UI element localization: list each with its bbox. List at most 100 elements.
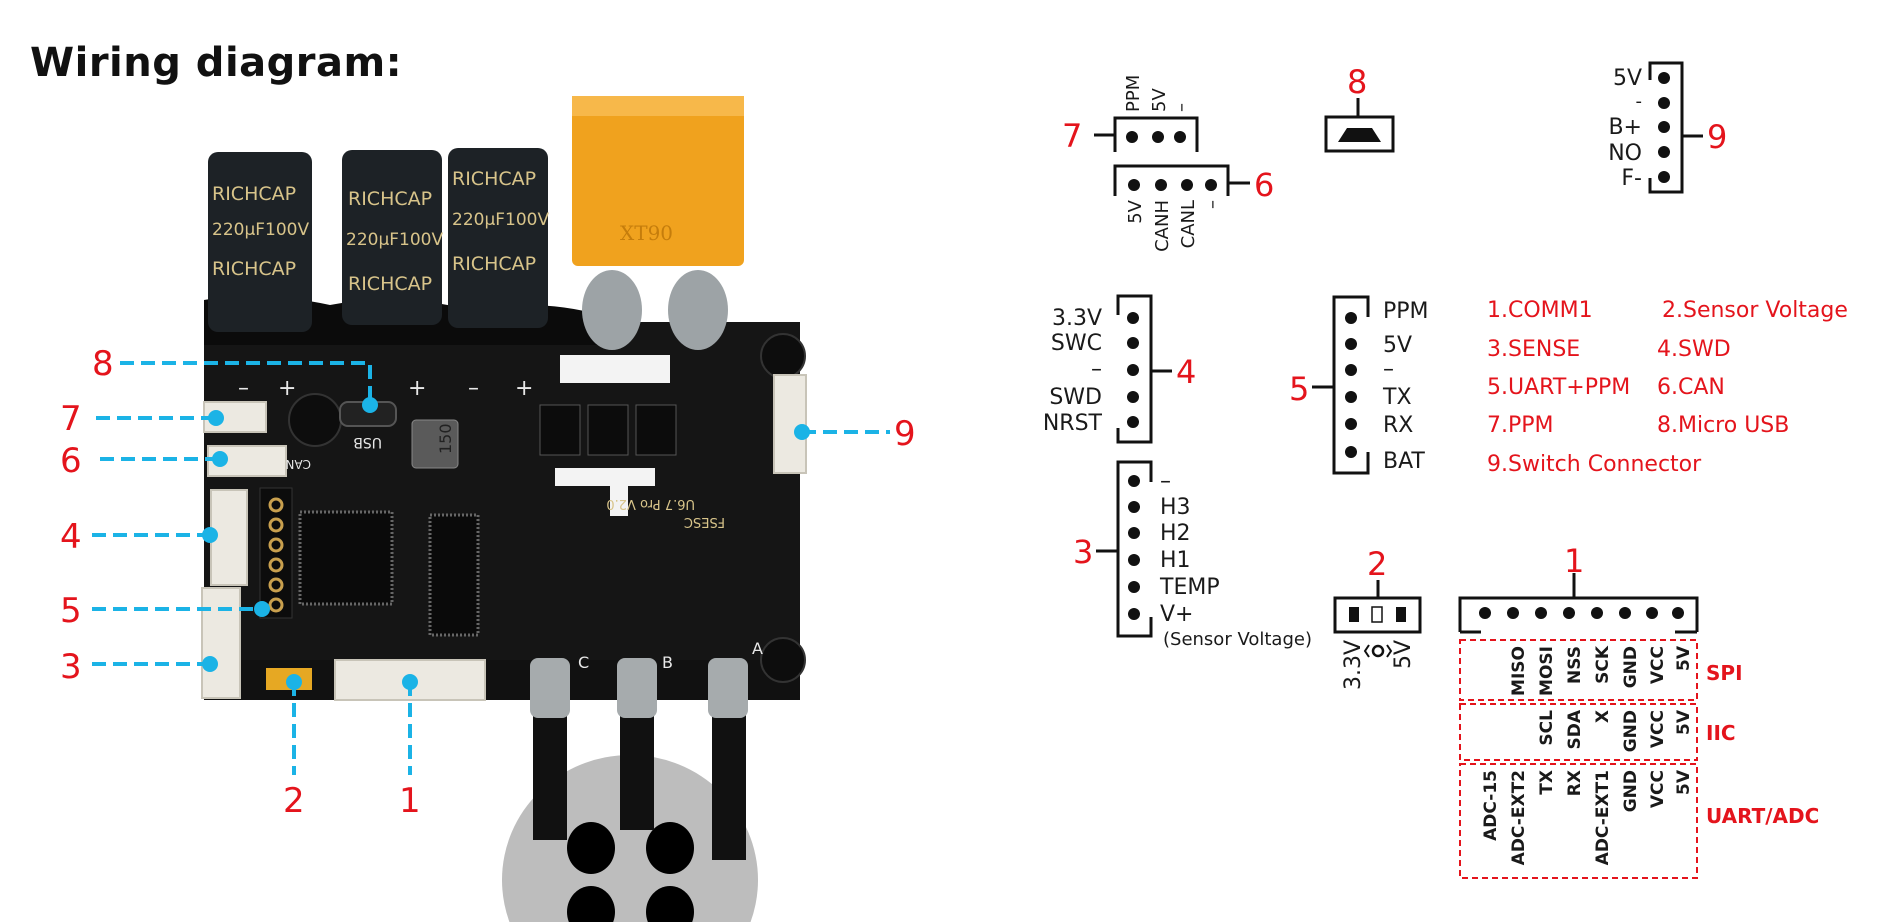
legend-item: 9.Switch Connector [1487, 452, 1702, 477]
cap-brand: RICHCAP [452, 253, 536, 275]
pin-label: – [1091, 357, 1102, 382]
legend-item: 3.SENSE [1487, 337, 1580, 362]
pin-label: PPM [1123, 75, 1144, 112]
pin-label: B+ [1608, 115, 1642, 140]
pin-label: 3.3V [1341, 640, 1366, 690]
pin-label: SWD [1049, 385, 1102, 410]
inductor [411, 419, 459, 469]
svg-text:+: + [408, 376, 426, 401]
svg-text:+: + [278, 376, 296, 401]
mcu-chip [298, 510, 394, 606]
cap-brand: RICHCAP [452, 168, 536, 190]
board-name: U6.7 Pro V2.0 [606, 496, 695, 511]
connector-6 [1113, 164, 1250, 196]
connector-2 [1333, 580, 1422, 634]
pin-label: CANL [1178, 200, 1199, 248]
pin-label: 5V [1383, 333, 1412, 358]
pin-label: NSS [1565, 646, 1585, 684]
cap-rating: 220µF100V [452, 210, 549, 230]
connector-2-number: 2 [1367, 545, 1387, 583]
legend-item: 5.UART+PPM [1487, 375, 1630, 400]
cap-rating: 220µF100V [212, 220, 309, 240]
callout-8: 8 [92, 344, 114, 384]
pin-label: 5V [1613, 66, 1642, 91]
mosfet [539, 404, 581, 456]
phase-label: C [578, 653, 589, 672]
legend-item: 8.Micro USB [1657, 413, 1789, 438]
pin-label: X [1593, 710, 1613, 723]
inductor-marking: 150 [436, 423, 455, 454]
pin-label: CANH [1152, 200, 1173, 252]
callout-5: 5 [60, 591, 82, 631]
cap-brand: RICHCAP [212, 183, 296, 205]
svg-text:+: + [515, 376, 533, 401]
callout-dots [202, 397, 810, 690]
sensor-voltage-note: (Sensor Voltage) [1163, 629, 1312, 650]
pin-label: – [1160, 469, 1171, 494]
callout-2: 2 [283, 781, 305, 821]
phase-cables [533, 700, 746, 860]
pin-label: ADC-EXT2 [1509, 770, 1529, 865]
silk-block [610, 468, 628, 516]
svg-text:–: – [238, 376, 249, 401]
pin-label: TEMP [1159, 575, 1220, 600]
pin-label: BAT [1383, 449, 1425, 474]
pin-label: ADC-15 [1481, 770, 1501, 841]
pin-label: NRST [1043, 411, 1103, 436]
driver-chip [428, 513, 480, 637]
phase-pads: C B A [530, 639, 763, 718]
pin-label: 5V [1391, 640, 1416, 669]
pin-label: – [1171, 103, 1192, 112]
connector-8-number: 8 [1347, 63, 1367, 101]
mosfet [635, 404, 677, 456]
legend-item: 1.COMM1 [1487, 298, 1593, 323]
pin-label: GND [1621, 770, 1641, 812]
connector-9 [1648, 61, 1703, 194]
legend-item: 7.PPM [1487, 413, 1554, 438]
protocol-boxes [1459, 639, 1698, 879]
legend-item: 2.Sensor Voltage [1662, 298, 1848, 323]
legend: 1.COMM1 2.Sensor Voltage 3.SENSE 4.SWD 5… [1487, 298, 1848, 477]
callout-6: 6 [60, 441, 82, 481]
pin-label: GND [1621, 710, 1641, 752]
connector-3 [1096, 460, 1153, 638]
pins [1126, 72, 1684, 622]
pin-label: MOSI [1537, 646, 1557, 696]
pin-label: GND [1621, 646, 1641, 688]
pin-label: NO [1608, 141, 1642, 166]
capacitors: RICHCAP 220µF100V RICHCAP RICHCAP 220µF1… [208, 148, 549, 332]
phase-label: B [662, 653, 673, 672]
legend-item: 6.CAN [1657, 375, 1725, 400]
callout-9: 9 [894, 414, 916, 454]
cap-brand: RICHCAP [348, 188, 432, 210]
connector-7 [1094, 116, 1199, 152]
xt90-connector: XT90 [572, 96, 744, 350]
connector-1-number: 1 [1564, 542, 1584, 580]
silk-usb: USB [353, 434, 382, 450]
pin-label: SCL [1537, 710, 1557, 746]
pin-label: 5V [1149, 88, 1170, 112]
connector-3-number: 3 [1073, 533, 1093, 571]
pin-label: - [1636, 91, 1643, 112]
pin-label: RX [1383, 413, 1413, 438]
callout-lines [92, 361, 890, 775]
connector-5-labels: PPM 5V – TX RX BAT [1382, 299, 1429, 474]
svg-text:–: – [468, 376, 479, 401]
callout-3: 3 [60, 647, 82, 687]
silk-block [560, 355, 670, 383]
pin-label: SCK [1593, 645, 1613, 684]
pin-label: VCC [1648, 646, 1668, 684]
connector-3-labels: – H3 H2 H1 TEMP V+ (Sensor Voltage) [1159, 469, 1312, 650]
page-title: Wiring diagram: [30, 40, 403, 86]
connector-7-labels: PPM 5V – [1123, 75, 1192, 112]
pin-label: – [1383, 357, 1394, 382]
jumper-select-icon [1363, 644, 1393, 658]
connector-4-number: 4 [1176, 353, 1196, 391]
pin-label: 5V [1674, 645, 1694, 671]
connector-5-number: 5 [1289, 370, 1309, 408]
pin-label: TX [1382, 385, 1412, 410]
pin-label: SWC [1051, 331, 1102, 356]
pin-label: – [1202, 200, 1223, 209]
usb-icon [1338, 128, 1381, 142]
